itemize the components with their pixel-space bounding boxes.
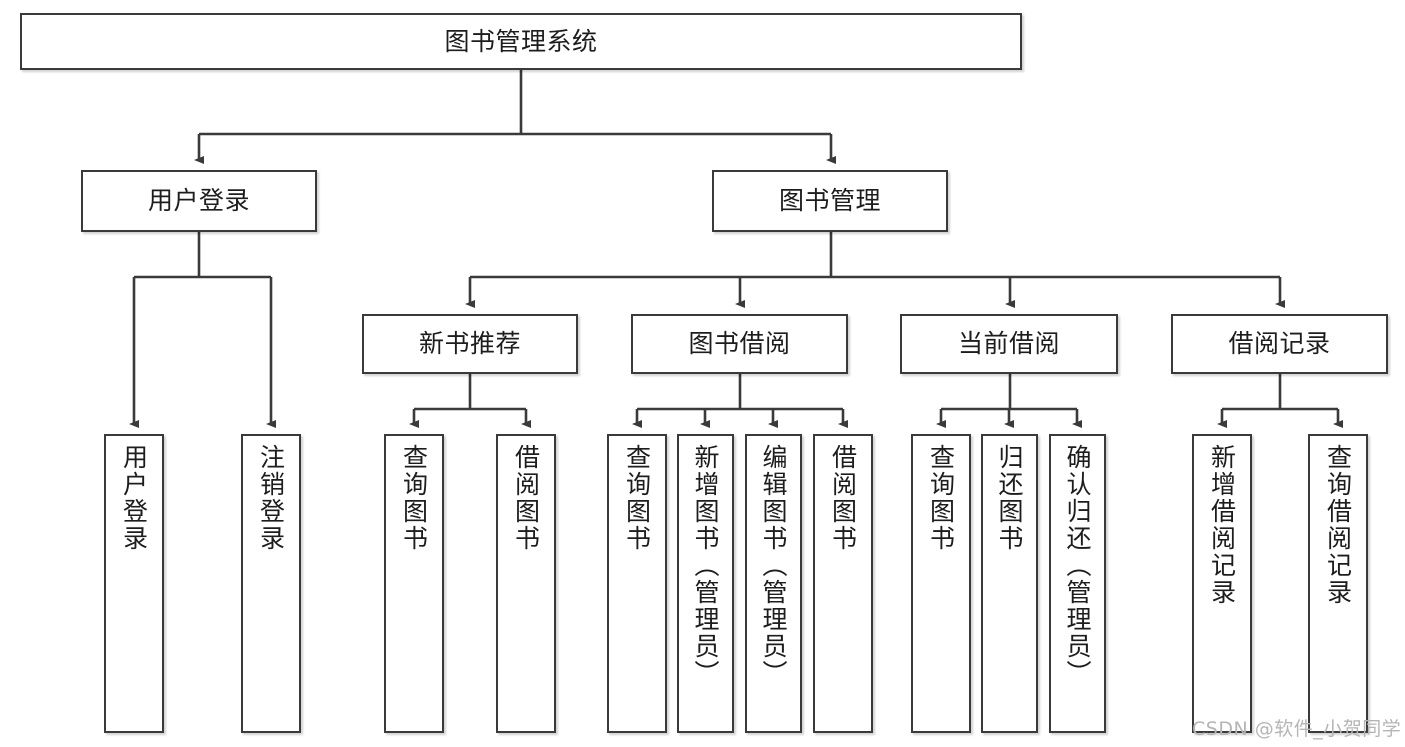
leaf-query-book-recommend[interactable]: 查询图书: [384, 434, 444, 733]
node-label: 借阅记录: [1228, 329, 1331, 359]
node-label: 当前借阅: [957, 329, 1060, 359]
leaf-logout[interactable]: 注销登录: [241, 434, 301, 733]
node-borrow-record[interactable]: 借阅记录: [1171, 314, 1388, 374]
node-label: 新增图书（管理员）: [691, 444, 720, 687]
node-book-borrow[interactable]: 图书借阅: [631, 314, 848, 374]
node-label: 新书推荐: [418, 329, 521, 359]
node-label: 图书借阅: [688, 329, 791, 359]
leaf-borrow-book[interactable]: 借阅图书: [813, 434, 873, 733]
node-label: 归还图书: [995, 444, 1024, 552]
leaf-query-book-current[interactable]: 查询图书: [911, 434, 971, 733]
node-current-borrow[interactable]: 当前借阅: [900, 314, 1118, 374]
leaf-add-book-admin[interactable]: 新增图书（管理员）: [677, 434, 734, 733]
node-label: 查询图书: [622, 444, 652, 552]
node-label: 图书管理系统: [444, 26, 598, 56]
leaf-query-book-borrow[interactable]: 查询图书: [607, 434, 667, 733]
node-label: 注销登录: [256, 444, 286, 552]
node-label: 编辑图书（管理员）: [759, 444, 788, 687]
node-new-book-recommend[interactable]: 新书推荐: [362, 314, 578, 374]
leaf-user-login[interactable]: 用户登录: [104, 434, 164, 733]
leaf-borrow-book-recommend[interactable]: 借阅图书: [496, 434, 556, 733]
node-label: 新增借阅记录: [1207, 444, 1237, 606]
node-label: 用户登录: [119, 444, 149, 552]
node-label: 确认归还（管理员）: [1063, 444, 1092, 687]
leaf-return-book[interactable]: 归还图书: [981, 434, 1038, 733]
leaf-confirm-return-admin[interactable]: 确认归还（管理员）: [1049, 434, 1106, 733]
leaf-query-borrow-record[interactable]: 查询借阅记录: [1308, 434, 1368, 733]
node-label: 查询图书: [399, 444, 429, 552]
node-label: 借阅图书: [511, 444, 541, 552]
node-label: 图书管理: [778, 186, 881, 216]
leaf-edit-book-admin[interactable]: 编辑图书（管理员）: [745, 434, 802, 733]
node-label: 查询借阅记录: [1323, 444, 1353, 606]
csdn-watermark: CSDN @软件_小贺同学: [1192, 718, 1402, 740]
leaf-add-borrow-record[interactable]: 新增借阅记录: [1192, 434, 1252, 733]
node-root-book-management-system[interactable]: 图书管理系统: [20, 13, 1022, 70]
node-label: 用户登录: [147, 186, 250, 216]
node-book-management[interactable]: 图书管理: [712, 170, 948, 232]
node-label: 查询图书: [926, 444, 956, 552]
node-user-login[interactable]: 用户登录: [81, 170, 317, 232]
node-label: 借阅图书: [828, 444, 858, 552]
